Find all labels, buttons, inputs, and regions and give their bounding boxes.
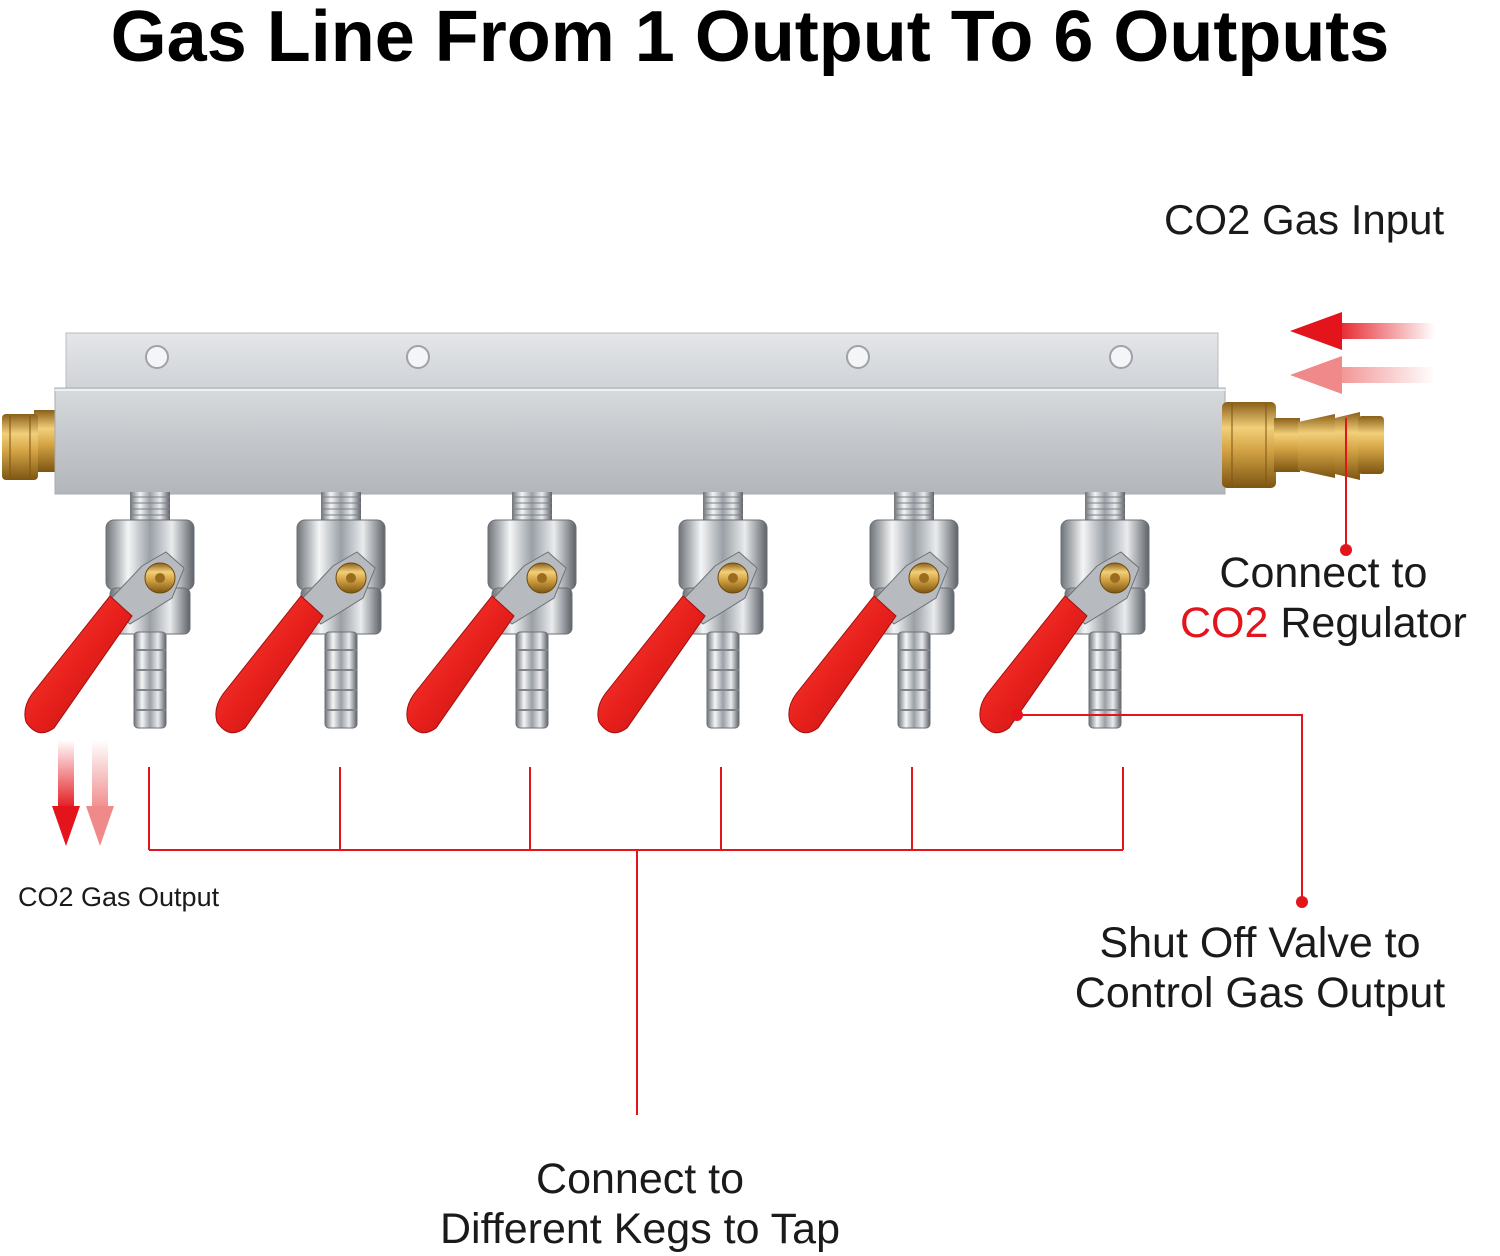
input-arrows-icon bbox=[1290, 312, 1435, 394]
valve-hose-barb bbox=[1088, 631, 1122, 729]
shutoff-pointer-dot bbox=[1296, 896, 1308, 908]
ball-valve bbox=[406, 492, 577, 734]
valve-red-handle bbox=[24, 595, 133, 734]
kegs-label-line2: Different Kegs to Tap bbox=[440, 1205, 840, 1253]
regulator-rest-text: Regulator bbox=[1268, 599, 1467, 647]
valve-red-handle bbox=[979, 595, 1088, 734]
shutoff-label-line1: Shut Off Valve to bbox=[1099, 919, 1421, 967]
valve-pointer-dot bbox=[1011, 709, 1023, 721]
inlet-hose-barb bbox=[1222, 402, 1384, 488]
gas-output-label: CO2 Gas Output bbox=[18, 882, 220, 912]
regulator-co2-text: CO2 bbox=[1180, 599, 1269, 647]
shutoff-label-line2: Control Gas Output bbox=[1074, 969, 1446, 1017]
ball-valve bbox=[24, 492, 195, 734]
output-arrows-icon bbox=[52, 740, 114, 846]
regulator-pointer-dot bbox=[1340, 544, 1352, 556]
valve-red-handle bbox=[597, 595, 706, 734]
valve-red-handle bbox=[406, 595, 515, 734]
ball-valve bbox=[979, 492, 1150, 734]
ball-valve bbox=[788, 492, 959, 734]
valve-group bbox=[24, 492, 1150, 734]
kegs-label-line1: Connect to bbox=[536, 1155, 744, 1203]
regulator-label-line1: Connect to bbox=[1219, 549, 1428, 597]
aluminum-manifold bbox=[54, 332, 1226, 495]
page-title: Gas Line From 1 Output To 6 Outputs bbox=[110, 0, 1390, 77]
valve-red-handle bbox=[788, 595, 897, 734]
ball-valve bbox=[215, 492, 386, 734]
valve-hose-barb bbox=[133, 631, 167, 729]
valve-hose-barb bbox=[897, 631, 931, 729]
ball-valve bbox=[597, 492, 768, 734]
valve-hose-barb bbox=[515, 631, 549, 729]
regulator-label-line2: CO2 Regulator bbox=[1180, 598, 1467, 648]
kegs-label: Connect to Different Kegs to Tap bbox=[420, 1154, 860, 1254]
leader-lines bbox=[148, 418, 1347, 1115]
shutoff-label: Shut Off Valve to Control Gas Output bbox=[1050, 918, 1470, 1018]
gas-input-label: CO2 Gas Input bbox=[1164, 196, 1445, 243]
regulator-label: Connect to CO2 Regulator bbox=[1180, 548, 1467, 648]
left-brass-plug bbox=[2, 410, 56, 480]
valve-hose-barb bbox=[706, 631, 740, 729]
valve-red-handle bbox=[215, 595, 324, 734]
valve-hose-barb bbox=[324, 631, 358, 729]
